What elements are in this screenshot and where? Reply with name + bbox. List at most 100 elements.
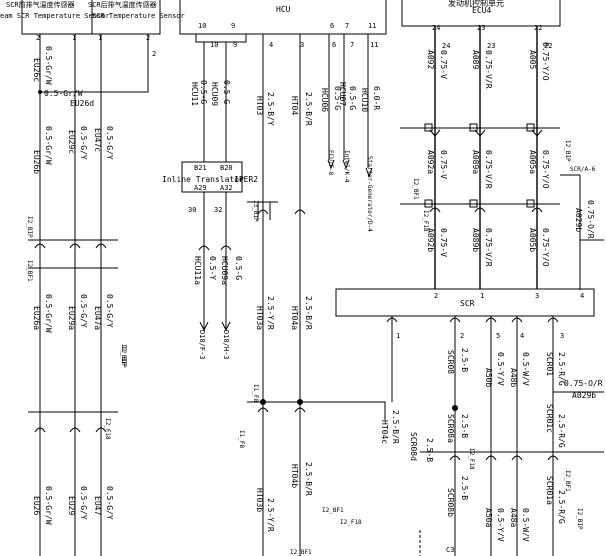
- pin-label: B21: [194, 164, 207, 172]
- ref-label: I2_F18: [340, 519, 362, 526]
- wire-id: EU26: [32, 496, 41, 515]
- scr-box: SCR: [335, 288, 595, 317]
- wire-id: EU26b: [32, 150, 41, 174]
- wire-spec: 0.5-G/Y: [105, 486, 114, 520]
- ref-label: I2_BIP: [120, 346, 127, 368]
- wire-spec: 2.5-Y/R: [266, 296, 275, 330]
- wire-spec: 0.75-Y/O: [541, 42, 550, 81]
- wire-id: EU29c: [67, 130, 76, 154]
- pin-label: 32: [214, 206, 222, 214]
- wire-spec: 0.5-Gr/W: [44, 126, 53, 165]
- wire-id: EU26a: [32, 306, 41, 330]
- pin-label: 5: [496, 332, 500, 340]
- pin-label: 24: [432, 24, 440, 32]
- ref-label: Intel/K-4: [343, 150, 350, 183]
- ref-label: I1_F8: [252, 384, 259, 402]
- wire-spec: 0.5-G/Y: [79, 486, 88, 520]
- wire-spec: 0.5-W/V: [521, 508, 530, 542]
- wire-id: A005a: [528, 150, 537, 174]
- wire-id: HT03a: [255, 306, 264, 330]
- wire-id: SCR08: [446, 350, 455, 374]
- wire-id: HT03b: [255, 488, 264, 512]
- hcu-title: HCU: [276, 5, 291, 14]
- sensor-wires: 0.5-Gr/W EU26d: [28, 40, 149, 413]
- ref-label: I2_BIP: [564, 140, 571, 162]
- wire-spec: 2.5-B: [460, 414, 469, 438]
- wire-spec: 6.0-R: [372, 86, 381, 110]
- wire-spec: 0.5-G/Y: [105, 294, 114, 328]
- pin-label: 3: [535, 292, 539, 300]
- wire-id: A50a: [484, 508, 493, 527]
- ref-label: I1_F8: [238, 430, 245, 448]
- wire-id: HCU09a: [220, 256, 229, 285]
- iper2-label: IPER2: [234, 175, 258, 184]
- ref-label: I2_BF1: [322, 507, 344, 514]
- wire-spec: 2.5-B/R: [304, 92, 313, 126]
- wire-id: EU47a: [93, 306, 102, 330]
- wire-id: HCU11: [190, 82, 199, 106]
- ecu4-wire-labels: 0.75-V A092 0.75-V/R A089 0.75-Y/O A005 …: [412, 42, 596, 267]
- wire-spec: 0.5-G: [333, 86, 342, 110]
- ecu4-box: 发动机控制单元 ECU4: [401, 0, 561, 27]
- wire-spec: 0.75-V: [439, 228, 448, 257]
- wire-spec: 0.5-Y: [208, 256, 217, 280]
- pin-label: 7: [345, 22, 349, 30]
- wire-spec: 0.5-Gr/W: [44, 486, 53, 525]
- pin-label: 4: [269, 41, 273, 49]
- inline-translator-label: Inline Translator: [162, 175, 244, 184]
- wire-id: SCR01a: [545, 476, 554, 505]
- wire-spec: 0.75-Y/O: [541, 150, 550, 189]
- wire-spec: 2.5-B: [425, 438, 434, 462]
- wire-spec: 0.5-Y/V: [496, 352, 505, 386]
- ref-label: I2_BF1: [26, 260, 33, 282]
- ref-label: D10/H-3: [222, 330, 230, 360]
- pin-label: 23: [487, 42, 495, 50]
- pin-label: 1: [72, 34, 76, 42]
- wire-spec: 2.5-B/R: [391, 410, 400, 444]
- pin-label: C3: [446, 546, 454, 554]
- wire-id: A48a: [509, 508, 518, 527]
- wire-id: SCR08d: [409, 432, 418, 461]
- wire-id: HCU11a: [193, 256, 202, 285]
- wire-spec: 0.5-G: [348, 86, 357, 110]
- ref-label: ECU/F-8: [327, 150, 334, 176]
- wire-spec: 0.75-Y/O: [541, 228, 550, 267]
- wire-spec: 0.75-V/R: [484, 150, 493, 189]
- wire-spec: 2.5-B: [460, 348, 469, 372]
- wire-id: EU47: [93, 496, 102, 515]
- pin-label: 7: [350, 41, 354, 49]
- wire-id: HT04b: [290, 464, 299, 488]
- wire-id: A092: [426, 50, 435, 69]
- wire-spec: 2.5-R/G: [557, 352, 566, 386]
- pin-label: 22: [534, 24, 542, 32]
- ref-label: I2_BF1: [564, 470, 571, 492]
- wire-spec: 2.5-B/Y: [266, 92, 275, 126]
- wire-spec: 2.5-R/G: [557, 490, 566, 524]
- pin-label: 30: [188, 206, 196, 214]
- pin-label: 2: [36, 34, 40, 42]
- ecu4-cn: 发动机控制单元: [448, 0, 504, 8]
- wire-spec: 0.5-W/V: [521, 352, 530, 386]
- inline-translator-box: Inline Translator IPER2: [162, 161, 258, 193]
- ref-label: I2_F18: [422, 210, 429, 232]
- wire-spec: 0.75-O/R: [586, 200, 595, 239]
- wire-id: EU47c: [93, 128, 102, 152]
- wire-id: HCU06: [320, 88, 329, 112]
- pin-label: 10: [210, 41, 218, 49]
- pin-label: 1: [396, 332, 400, 340]
- hcu-wires: [198, 34, 386, 556]
- ref-label: D10/F-3: [198, 330, 206, 360]
- wire-id: A092a: [426, 150, 435, 174]
- wire-id: SCR08a: [446, 414, 455, 443]
- wire-spec: 0.5-G: [234, 256, 243, 280]
- wire-id: A005: [528, 50, 537, 69]
- wire-id: SCR01c: [545, 404, 554, 433]
- wire-id: A092b: [426, 228, 435, 252]
- wire-spec: 2.5-B: [460, 476, 469, 500]
- ref-label: I2_BIP: [120, 344, 127, 366]
- wire-id: A029b: [572, 391, 596, 400]
- scr-wires: [391, 316, 604, 556]
- pin-label: 3: [560, 332, 564, 340]
- wire-spec: 0.5-G: [222, 80, 231, 104]
